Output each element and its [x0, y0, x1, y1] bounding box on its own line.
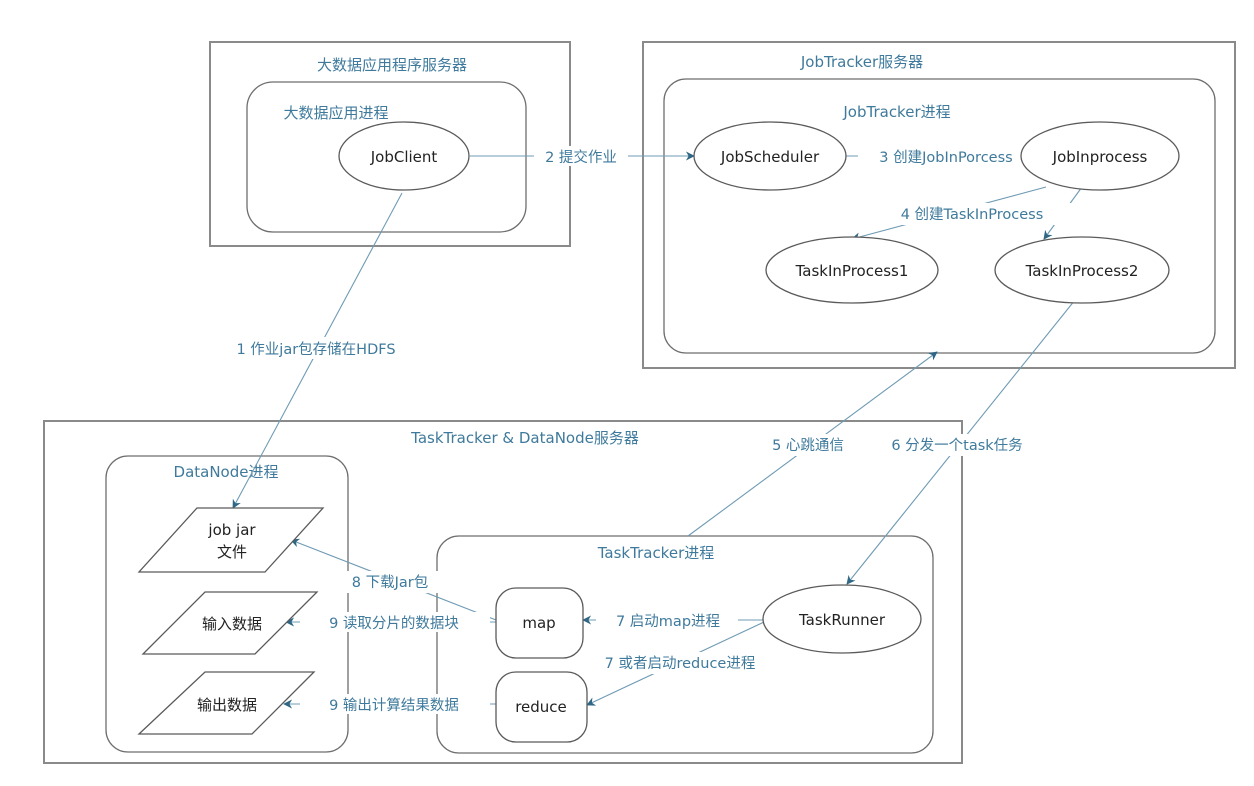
node-jobclient: JobClient [338, 121, 470, 191]
edge-7a-label: 7 启动map进程 [616, 613, 720, 630]
tasktracker-process-title: TaskTracker进程 [597, 544, 715, 562]
node-job-jar-label-line2: 文件 [217, 543, 247, 561]
node-map-label: map [522, 614, 555, 632]
edge-8-download-jar: 8 下载Jar包 [290, 538, 497, 621]
jobtracker-server-box [642, 41, 1236, 369]
node-taskinprocess1: TaskInProcess1 [765, 236, 939, 304]
edge-6-dispatch-task: 6 分发一个task任务 [846, 299, 1076, 585]
tasktracker-process-box [436, 535, 934, 754]
app-server-title: 大数据应用程序服务器 [317, 56, 467, 74]
edge-4-create-taskinprocess: 4 创建TaskInProcess [851, 186, 1083, 242]
edge-7b-start-reduce: 7 或者启动reduce进程 [580, 621, 780, 706]
node-map: map [495, 587, 584, 659]
app-process-box [246, 81, 527, 233]
edge-7b-label: 7 或者启动reduce进程 [605, 655, 756, 672]
node-jobscheduler-label: JobScheduler [720, 148, 820, 166]
app-process-title: 大数据应用进程 [283, 104, 388, 122]
node-jobclient-label: JobClient [370, 148, 438, 166]
datanode-process-container: DataNode进程 [105, 455, 349, 753]
node-job-jar-file: job jar 文件 [137, 507, 325, 573]
edge-3-label: 3 创建JobInPorcess [879, 149, 1012, 166]
tasktracker-server-title: TaskTracker & DataNode服务器 [410, 429, 639, 447]
jobtracker-server-container: JobTracker服务器 [642, 41, 1236, 369]
node-taskinprocess2: TaskInProcess2 [994, 236, 1170, 304]
node-taskrunner: TaskRunner [762, 584, 922, 654]
app-process-container: 大数据应用进程 [246, 81, 527, 233]
node-reduce: reduce [495, 671, 588, 743]
node-output-data: 输出数据 [137, 671, 316, 735]
datanode-process-title: DataNode进程 [174, 463, 279, 481]
node-jobinprocess: JobInprocess [1020, 121, 1180, 191]
edge-9b-label: 9 输出计算结果数据 [329, 697, 459, 714]
node-input-data: 输入数据 [141, 591, 319, 655]
app-server-container: 大数据应用程序服务器 [209, 41, 571, 247]
tasktracker-server-container: TaskTracker & DataNode服务器 [43, 420, 963, 764]
edge-1-store-jar: 1 作业jar包存储在HDFS [215, 192, 415, 509]
tasktracker-server-box [43, 420, 963, 764]
edge-6-label: 6 分发一个task任务 [891, 437, 1022, 454]
app-server-box [209, 41, 571, 247]
node-jobscheduler: JobScheduler [693, 121, 847, 191]
node-reduce-label: reduce [515, 698, 567, 716]
edge-5-label: 5 心跳通信 [772, 437, 844, 454]
node-taskrunner-label: TaskRunner [798, 611, 886, 629]
edge-9b-write-output: 9 输出计算结果数据 [283, 694, 496, 714]
edge-9a-label: 9 读取分片的数据块 [329, 615, 459, 632]
node-job-jar-label-line1: job jar [207, 521, 256, 539]
jobtracker-process-container: JobTracker进程 [663, 78, 1216, 354]
node-input-data-label: 输入数据 [202, 615, 262, 633]
edge-9a-read-splits: 9 读取分片的数据块 [285, 612, 496, 632]
edge-2-submit-job: 2 提交作业 [470, 146, 695, 166]
jobtracker-process-title: JobTracker进程 [842, 103, 950, 121]
node-jobinprocess-label: JobInprocess [1052, 148, 1148, 166]
tasktracker-process-container: TaskTracker进程 [436, 535, 934, 754]
node-output-data-label: 输出数据 [197, 696, 257, 714]
edge-1-label: 1 作业jar包存储在HDFS [236, 341, 395, 358]
jobtracker-process-box [663, 78, 1216, 354]
edge-4-label: 4 创建TaskInProcess [901, 206, 1044, 223]
datanode-process-box [105, 455, 349, 753]
edge-2-label: 2 提交作业 [545, 148, 617, 166]
node-taskinprocess2-label: TaskInProcess2 [1025, 262, 1139, 280]
jobtracker-server-title: JobTracker服务器 [800, 53, 923, 71]
edge-8-label: 8 下载Jar包 [352, 574, 428, 591]
edge-5-heartbeat: 5 心跳通信 [687, 351, 938, 537]
node-taskinprocess1-label: TaskInProcess1 [795, 262, 909, 280]
edge-3-create-jobinprocess: 3 创建JobInPorcess [846, 146, 1032, 166]
edge-7a-start-map: 7 启动map进程 [582, 610, 764, 630]
